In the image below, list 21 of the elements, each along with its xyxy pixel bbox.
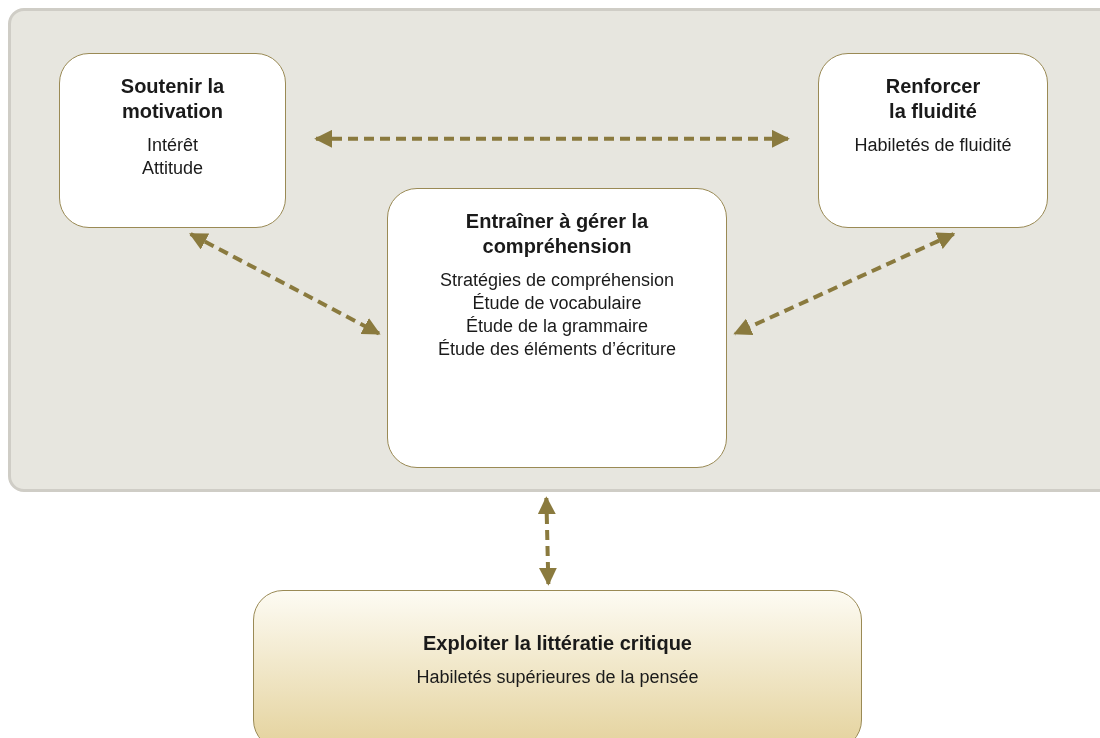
process-box [818,53,1048,228]
double-arrow [733,232,956,336]
box-item: Étude de la grammaire [464,315,650,338]
box-item: Intérêt [146,134,199,157]
process-box [59,53,286,228]
process-box [387,188,727,468]
double-arrow [189,232,381,336]
box-heading: Entraîner à gérer la compréhension [465,209,649,259]
group-panel [8,8,1100,492]
box-heading: Renforcer la fluidité [884,74,982,124]
box-item: Habiletés de fluidité [853,134,1013,157]
box-item: Étude de vocabulaire [471,292,643,315]
box-item: Stratégies de compréhension [438,269,676,292]
box-heading: Exploiter la littératie critique [422,631,693,656]
box-item: Habiletés supérieures de la pensée [415,666,700,689]
box-heading: Soutenir la motivation [119,74,226,124]
box-item: Attitude [140,157,204,180]
process-box [253,590,862,738]
double-arrow [537,496,557,586]
box-item: Étude des éléments d’écriture [436,338,678,361]
double-arrow [314,129,790,148]
